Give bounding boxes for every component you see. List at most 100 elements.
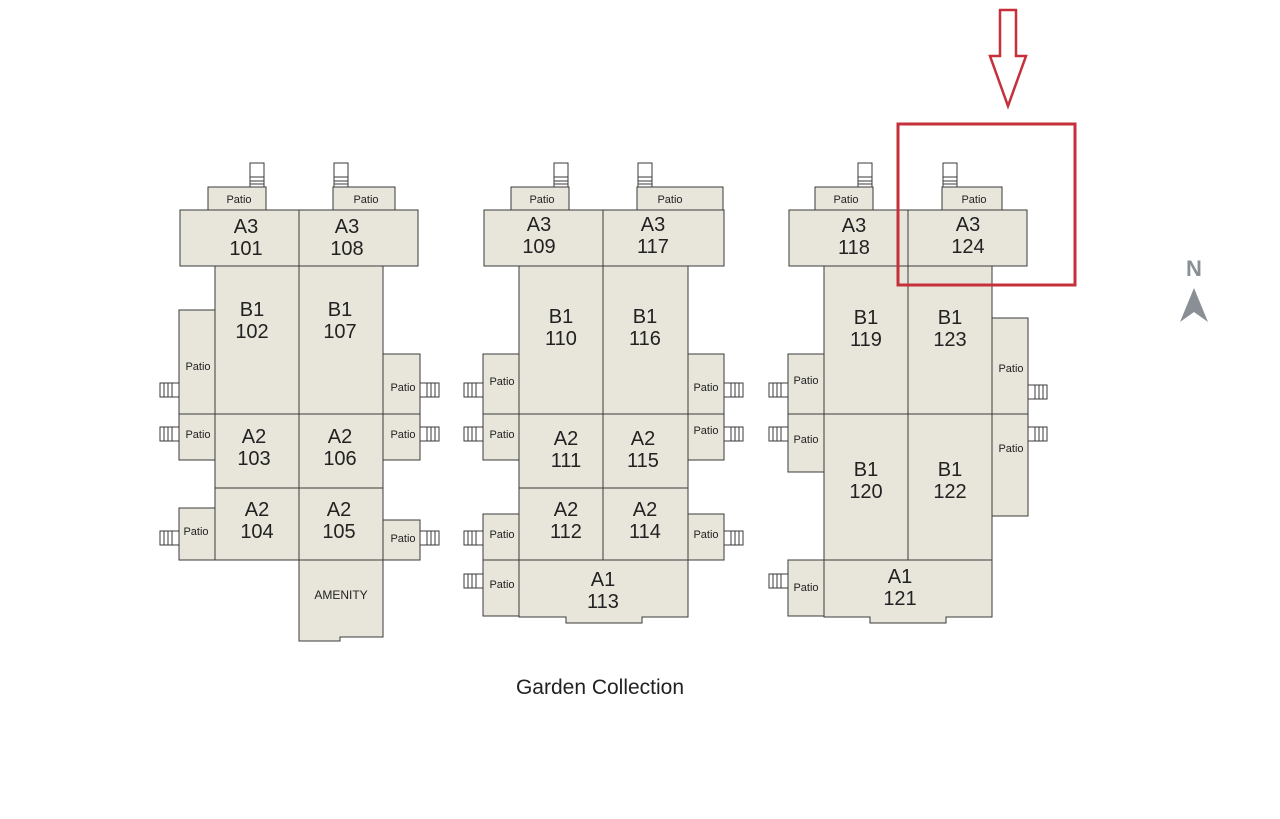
patio-label: Patio: [961, 194, 986, 206]
unit-109[interactable]: [483, 209, 604, 267]
unit-number-label: 124: [951, 236, 984, 258]
patio[interactable]: [382, 519, 421, 561]
unit-124[interactable]: [907, 209, 1028, 267]
stair: [463, 530, 484, 546]
unit-number-label: 119: [850, 329, 882, 351]
patio[interactable]: [687, 413, 725, 461]
patio-label: Patio: [529, 194, 554, 206]
patio-label: Patio: [998, 443, 1023, 455]
stair: [723, 382, 744, 398]
patio-label: Patio: [693, 529, 718, 541]
stair: [768, 573, 789, 589]
patio-label: Patio: [489, 429, 514, 441]
patio-label: Patio: [489, 376, 514, 388]
unit-type-label: A2: [245, 499, 269, 521]
unit-number-label: 102: [235, 321, 268, 343]
patio[interactable]: [482, 413, 520, 461]
unit-type-label: A1: [888, 566, 912, 588]
stair: [1027, 384, 1048, 400]
unit-number-label: 118: [838, 237, 870, 259]
amenity[interactable]: [298, 559, 384, 642]
unit-type-label: A2: [328, 426, 352, 448]
unit-type-label: A2: [554, 428, 578, 450]
stair: [463, 382, 484, 398]
patio[interactable]: [787, 559, 825, 617]
unit-type-label: A3: [335, 216, 359, 238]
stair: [249, 162, 265, 188]
building-3: [768, 162, 1048, 624]
patio-label: Patio: [226, 194, 251, 206]
patio-label: Patio: [390, 533, 415, 545]
patio[interactable]: [991, 317, 1029, 415]
north-label: N: [1186, 256, 1202, 281]
patio-label: Patio: [793, 434, 818, 446]
unit-121[interactable]: [823, 559, 993, 624]
stair: [333, 162, 349, 188]
highlight-box: [896, 122, 1077, 287]
unit-115[interactable]: [602, 413, 689, 489]
unit-type-label: B1: [633, 306, 657, 328]
amenity-label: AMENITY: [314, 588, 367, 602]
unit-123[interactable]: [907, 265, 993, 415]
unit-type-label: B1: [240, 299, 264, 321]
unit-103[interactable]: [214, 413, 300, 489]
unit-type-label: B1: [328, 299, 352, 321]
unit-112[interactable]: [518, 487, 604, 561]
stair: [768, 382, 789, 398]
patio-label: Patio: [183, 526, 208, 538]
stair: [463, 573, 484, 589]
patio[interactable]: [382, 353, 421, 415]
unit-number-label: 109: [522, 236, 555, 258]
patio-label: Patio: [489, 579, 514, 591]
unit-106[interactable]: [298, 413, 384, 489]
unit-number-label: 117: [637, 236, 669, 258]
unit-102[interactable]: [214, 265, 300, 415]
compass: N: [1176, 256, 1212, 322]
unit-107[interactable]: [298, 265, 384, 415]
stair: [419, 426, 440, 442]
unit-113[interactable]: [518, 559, 689, 624]
patio-label: Patio: [998, 363, 1023, 375]
unit-type-label: B1: [938, 307, 962, 329]
unit-type-label: A3: [956, 214, 980, 236]
patio[interactable]: [482, 559, 520, 617]
unit-type-label: A2: [631, 428, 655, 450]
unit-type-label: B1: [854, 459, 878, 481]
stair: [419, 382, 440, 398]
building-1: [159, 162, 440, 642]
stair: [857, 162, 873, 188]
patio[interactable]: [687, 353, 725, 415]
unit-type-label: A2: [242, 426, 266, 448]
unit-number-label: 114: [629, 521, 661, 543]
unit-number-label: 111: [551, 450, 581, 472]
patio-label: Patio: [185, 361, 210, 373]
unit-number-label: 110: [545, 328, 577, 350]
stair: [1027, 426, 1048, 442]
unit-105[interactable]: [298, 487, 384, 561]
stair: [159, 530, 180, 546]
stair: [419, 530, 440, 546]
unit-117[interactable]: [602, 209, 725, 267]
unit-122[interactable]: [907, 413, 993, 561]
unit-108[interactable]: [298, 209, 419, 267]
unit-type-label: B1: [549, 306, 573, 328]
unit-116[interactable]: [602, 265, 689, 415]
unit-type-label: A3: [527, 214, 551, 236]
unit-119[interactable]: [823, 265, 909, 415]
patio-label: Patio: [489, 529, 514, 541]
unit-number-label: 115: [627, 450, 659, 472]
patio[interactable]: [787, 413, 825, 473]
unit-type-label: A1: [591, 569, 615, 591]
unit-number-label: 120: [849, 481, 882, 503]
patio[interactable]: [178, 413, 216, 461]
unit-type-label: A3: [234, 216, 258, 238]
patio[interactable]: [991, 413, 1029, 517]
stair: [159, 426, 180, 442]
stair: [553, 162, 569, 188]
stair: [768, 426, 789, 442]
stair: [637, 162, 653, 188]
patio-label: Patio: [693, 382, 718, 394]
unit-number-label: 123: [933, 329, 966, 351]
patio-label: Patio: [657, 194, 682, 206]
